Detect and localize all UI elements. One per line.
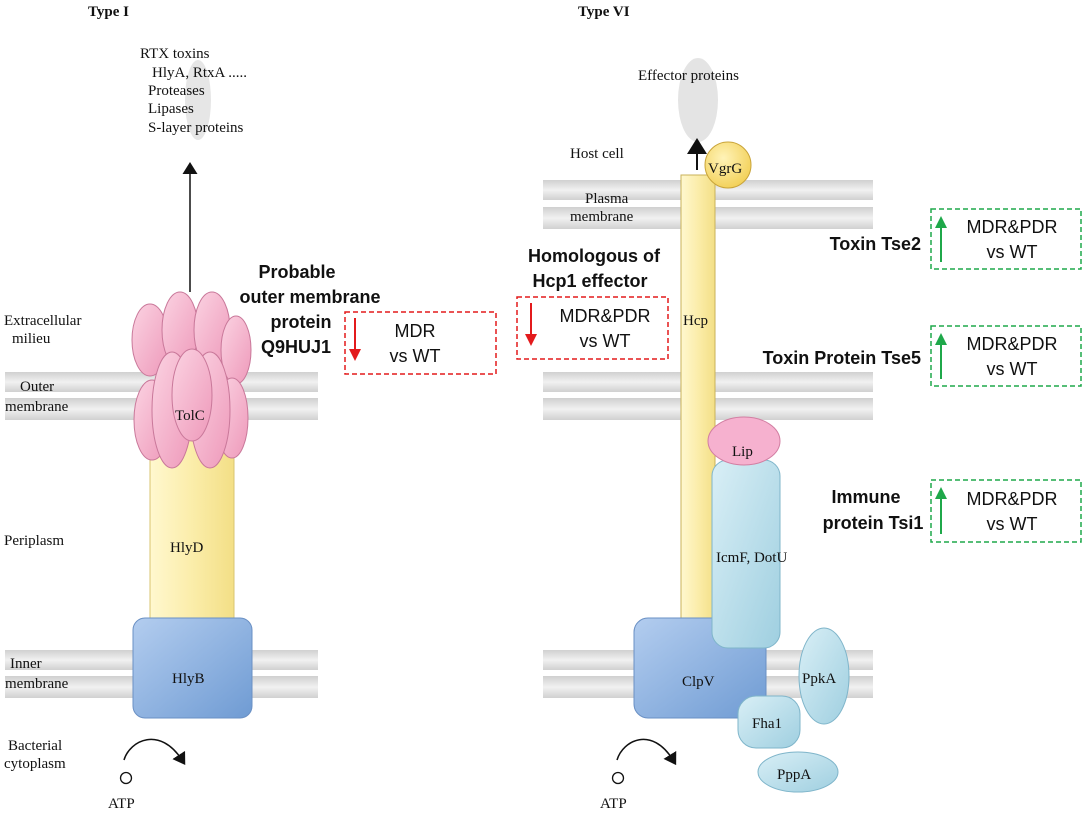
annotation-box-text: MDR bbox=[395, 321, 436, 341]
type1-secreted-list: RTX toxins HlyA, RtxA ..... Proteases Li… bbox=[140, 46, 247, 136]
outer-membrane-label: Outer bbox=[20, 379, 54, 395]
down-arrow-icon bbox=[525, 334, 537, 346]
vgrg-label: VgrG bbox=[708, 161, 742, 177]
inner-membrane-label: Inner bbox=[10, 656, 42, 672]
hcp-label: Hcp bbox=[683, 313, 708, 329]
annotation-label: protein bbox=[271, 312, 332, 332]
tolc-protein bbox=[131, 291, 252, 469]
type6-atp-icon bbox=[611, 771, 625, 785]
hcp-protein bbox=[680, 174, 716, 631]
type1-title: Type I bbox=[88, 4, 129, 20]
fha1-protein bbox=[737, 695, 801, 749]
plasma-membrane-label: Plasma bbox=[585, 191, 629, 207]
annotation-label: Homologous of bbox=[528, 246, 661, 266]
clpv-label: ClpV bbox=[682, 674, 715, 690]
type1-atp-icon bbox=[119, 771, 133, 785]
pppa-label: PppA bbox=[777, 767, 811, 783]
secreted-item: HlyA, RtxA ..... bbox=[152, 65, 247, 81]
secreted-item: Lipases bbox=[148, 101, 194, 117]
cytoplasm-label: Bacterial bbox=[8, 738, 62, 754]
annotation-label: Q9HUJ1 bbox=[261, 337, 331, 357]
annotation-label: Probable bbox=[258, 262, 335, 282]
fha1-label: Fha1 bbox=[752, 716, 782, 732]
hcp1-annotation: Homologous of Hcp1 effector MDR&PDR vs W… bbox=[516, 246, 669, 360]
type1-cargo-blob bbox=[185, 60, 211, 140]
annotation-box-text: MDR&PDR bbox=[966, 334, 1057, 354]
annotation-box-text: vs WT bbox=[987, 514, 1038, 534]
ppka-protein bbox=[798, 627, 850, 725]
tsi1-annotation: Immune protein Tsi1 MDR&PDR vs WT bbox=[823, 479, 1082, 543]
tse5-annotation: Toxin Protein Tse5 MDR&PDR vs WT bbox=[763, 325, 1082, 387]
annotation-label: Hcp1 effector bbox=[532, 271, 647, 291]
annotation-box bbox=[516, 296, 669, 360]
plasma-membrane-label: membrane bbox=[570, 209, 634, 225]
annotation-box bbox=[930, 208, 1082, 270]
up-arrow-icon bbox=[935, 216, 947, 228]
type1-atp-label: ATP bbox=[108, 796, 135, 812]
annotation-box bbox=[344, 311, 497, 375]
annotation-box-text: vs WT bbox=[987, 242, 1038, 262]
tse2-annotation: Toxin Tse2 MDR&PDR vs WT bbox=[830, 208, 1082, 270]
cytoplasm-label: cytoplasm bbox=[4, 756, 66, 772]
extracellular-label: milieu bbox=[12, 331, 51, 347]
effector-blob bbox=[678, 58, 718, 142]
up-arrow-icon bbox=[935, 333, 947, 345]
annotation-box-text: MDR&PDR bbox=[559, 306, 650, 326]
hlyd-protein bbox=[149, 439, 235, 627]
annotation-label: Toxin Tse2 bbox=[830, 234, 921, 254]
annotation-label: outer membrane bbox=[239, 287, 380, 307]
hlyb-protein bbox=[132, 617, 253, 719]
annotation-box-text: vs WT bbox=[987, 359, 1038, 379]
q9huj1-annotation: Probable outer membrane protein Q9HUJ1 M… bbox=[239, 262, 497, 375]
extracellular-label: Extracellular bbox=[4, 313, 81, 329]
icmf-label: IcmF, DotU bbox=[716, 550, 787, 566]
outer-membrane-label: membrane bbox=[5, 399, 69, 415]
host-cell-label: Host cell bbox=[570, 146, 624, 162]
hlyb-label: HlyB bbox=[172, 671, 205, 687]
secreted-item: S-layer proteins bbox=[148, 120, 244, 136]
lip-protein bbox=[707, 416, 781, 466]
pppa-protein bbox=[757, 751, 839, 793]
secreted-item: Proteases bbox=[148, 83, 205, 99]
secreted-item: RTX toxins bbox=[140, 46, 210, 62]
type6-title: Type VI bbox=[578, 4, 630, 20]
annotation-label: Toxin Protein Tse5 bbox=[763, 348, 921, 368]
hlyd-label: HlyD bbox=[170, 540, 204, 556]
type1-region-labels: Extracellular milieu Outer membrane Peri… bbox=[4, 313, 81, 772]
annotation-box bbox=[930, 479, 1082, 543]
type6-atp-label: ATP bbox=[600, 796, 627, 812]
type6-atp-arrow bbox=[616, 738, 677, 766]
tolc-label: TolC bbox=[175, 408, 205, 424]
annotation-label: protein Tsi1 bbox=[823, 513, 924, 533]
annotation-box bbox=[930, 325, 1082, 387]
vgrg-protein bbox=[704, 141, 752, 189]
annotation-box-text: MDR&PDR bbox=[966, 489, 1057, 509]
ppka-label: PpkA bbox=[802, 671, 836, 687]
periplasm-label: Periplasm bbox=[4, 533, 64, 549]
annotation-label: Immune bbox=[831, 487, 900, 507]
annotation-box-text: vs WT bbox=[390, 346, 441, 366]
up-arrow-icon bbox=[935, 487, 947, 499]
annotation-box-text: MDR&PDR bbox=[966, 217, 1057, 237]
lip-label: Lip bbox=[732, 444, 753, 460]
down-arrow-icon bbox=[349, 349, 361, 361]
effector-label: Effector proteins bbox=[638, 68, 739, 84]
type1-atp-arrow bbox=[123, 738, 186, 766]
inner-membrane-label: membrane bbox=[5, 676, 69, 692]
annotation-box-text: vs WT bbox=[580, 331, 631, 351]
